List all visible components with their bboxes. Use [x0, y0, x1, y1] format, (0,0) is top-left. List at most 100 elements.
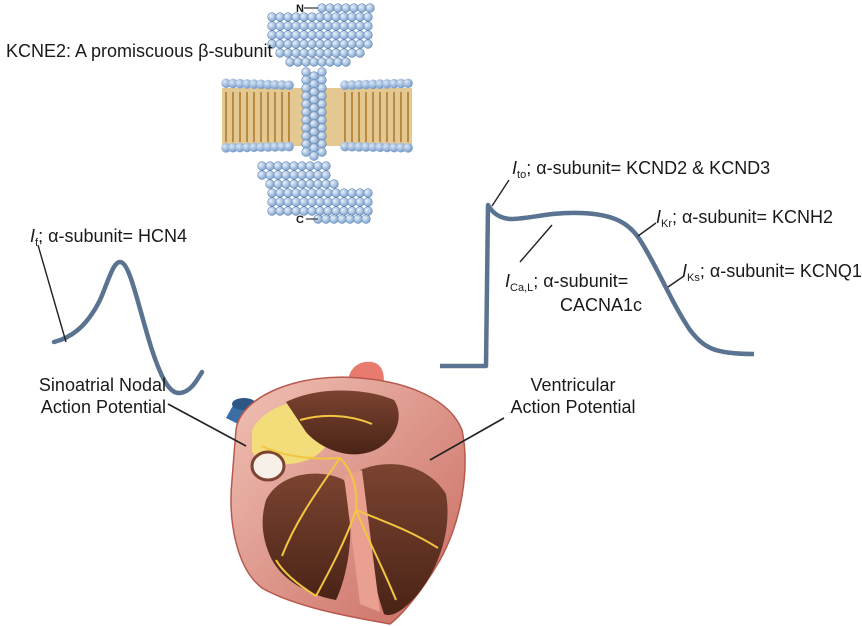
lipid-head — [403, 143, 413, 153]
helix-bead — [307, 206, 317, 216]
ventricular-ap-label: Ventricular Action Potential — [510, 375, 636, 417]
helix-bead — [313, 179, 323, 189]
helix-bead — [355, 206, 365, 216]
helix-bead — [299, 39, 309, 49]
n-terminus-label: N — [296, 3, 304, 15]
ikr-current-label: IKr; α-subunit= KCNH2 — [656, 207, 833, 230]
helix-bead — [329, 179, 339, 189]
c-terminus-label: C — [296, 214, 304, 226]
helix-bead — [309, 151, 319, 161]
helix-bead — [321, 161, 331, 171]
helix-bead — [309, 71, 319, 81]
helix-bead — [301, 131, 311, 141]
helix-bead — [275, 12, 285, 22]
helix-bead — [323, 30, 333, 40]
helix-bead — [283, 39, 293, 49]
helix-bead — [267, 21, 277, 31]
helix-bead — [297, 161, 307, 171]
helix-bead — [307, 30, 317, 40]
helix-bead — [323, 206, 333, 216]
helix-bead — [289, 179, 299, 189]
helix-bead — [309, 103, 319, 113]
helix-bead — [275, 30, 285, 40]
helix-bead — [339, 12, 349, 22]
ventricle-pointer-line — [429, 417, 505, 461]
helix-bead — [317, 75, 327, 85]
helix-bead — [275, 48, 285, 58]
helix-bead — [355, 188, 365, 198]
helix-bead — [333, 3, 343, 13]
helix-bead — [291, 21, 301, 31]
helix-bead — [365, 3, 375, 13]
helix-bead — [283, 206, 293, 216]
helix-bead — [283, 197, 293, 207]
helix-bead — [301, 107, 311, 117]
ical-pointer-line — [519, 224, 553, 263]
helix-bead — [297, 170, 307, 180]
helix-bead — [331, 21, 341, 31]
lipid-head — [270, 142, 280, 152]
helix-bead — [317, 91, 327, 101]
lipid-head — [249, 142, 259, 153]
ventricular-action-potential-trace — [440, 202, 755, 369]
helix-bead — [355, 48, 365, 58]
helix-bead — [301, 115, 311, 125]
helix-bead — [321, 179, 331, 189]
helix-bead — [339, 21, 349, 31]
helix-bead — [339, 206, 349, 216]
helix-bead — [289, 161, 299, 171]
ical-current-label: ICa,L; α-subunit= — [505, 271, 629, 294]
helix-bead — [331, 30, 341, 40]
helix-bead — [339, 39, 349, 49]
helix-bead — [347, 30, 357, 40]
helix-bead — [257, 170, 267, 180]
kcne2-protein-illustration — [221, 3, 413, 224]
helix-bead — [317, 123, 327, 133]
sa-node-pointer-line — [167, 403, 247, 447]
helix-bead — [283, 21, 293, 31]
lipid-head — [347, 80, 357, 90]
helix-bead — [317, 3, 327, 13]
helix-bead — [339, 197, 349, 207]
helix-bead — [315, 197, 325, 207]
helix-bead — [317, 99, 327, 109]
helix-bead — [301, 147, 311, 157]
helix-bead — [301, 75, 311, 85]
helix-bead — [347, 21, 357, 31]
helix-bead — [331, 12, 341, 22]
helix-bead — [275, 188, 285, 198]
helix-bead — [291, 197, 301, 207]
lipid-head — [403, 78, 413, 89]
helix-bead — [345, 214, 355, 224]
helix-bead — [291, 30, 301, 40]
helix-bead — [357, 3, 367, 13]
helix-bead — [363, 188, 373, 198]
helix-bead — [309, 57, 319, 67]
lipid-head — [235, 142, 245, 153]
lipid-head — [361, 142, 371, 152]
lipid-head — [270, 79, 280, 90]
lipid-head — [382, 79, 392, 89]
helix-bead — [281, 170, 291, 180]
lipid-head — [242, 142, 252, 153]
helix-bead — [307, 48, 317, 58]
ical-gene-label: CACNA1c — [560, 295, 643, 315]
lipid-head — [389, 142, 399, 153]
helix-bead — [273, 161, 283, 171]
helix-bead — [273, 170, 283, 180]
valve-opening — [250, 450, 286, 482]
lipid-head — [242, 79, 252, 89]
helix-bead — [323, 12, 333, 22]
helix-bead — [281, 161, 291, 171]
lipid-head — [375, 79, 385, 89]
helix-bead — [363, 30, 373, 40]
lipid-head — [354, 79, 364, 90]
left-atrium — [286, 390, 399, 455]
helix-bead — [317, 107, 327, 117]
helix-bead — [309, 135, 319, 145]
left-ventricle — [360, 464, 448, 616]
helix-bead — [317, 83, 327, 93]
helix-bead — [347, 39, 357, 49]
helix-bead — [291, 39, 301, 49]
